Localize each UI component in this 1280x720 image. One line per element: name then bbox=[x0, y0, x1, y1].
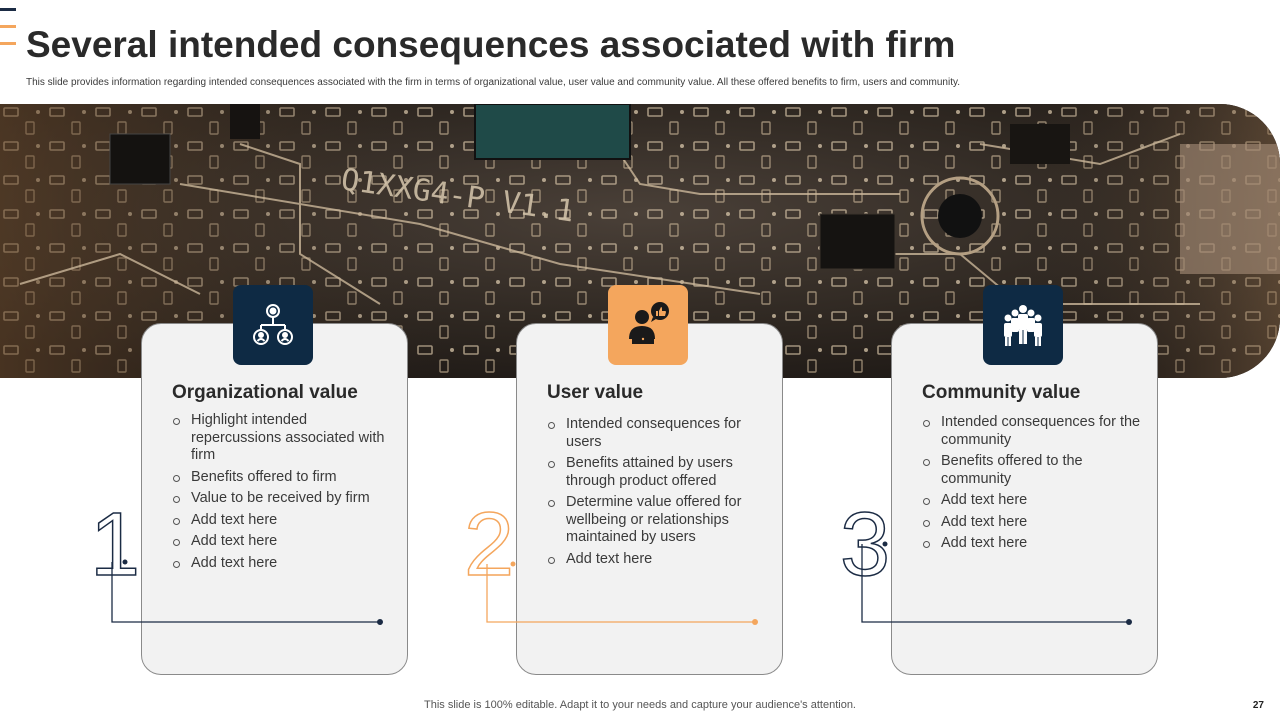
step-number-2: 2 bbox=[463, 495, 515, 595]
card-organizational-value: Organizational value Highlight intended … bbox=[141, 323, 408, 675]
list-item: Benefits offered to firm bbox=[172, 469, 392, 487]
list-item: Benefits offered to the community bbox=[922, 453, 1142, 488]
card-title: Organizational value bbox=[172, 382, 358, 403]
list-item: Add text here bbox=[172, 533, 392, 551]
card-user-value: User value Intended consequences for use… bbox=[516, 323, 783, 675]
page-subtitle: This slide provides information regardin… bbox=[26, 77, 961, 88]
page-title: Several intended consequences associated… bbox=[26, 24, 956, 65]
page-number: 27 bbox=[1252, 700, 1264, 711]
card-title: User value bbox=[547, 382, 644, 403]
list-item: Add text here bbox=[172, 512, 392, 530]
community-group-icon bbox=[983, 285, 1063, 365]
card-bullet-list: Intended consequences for users Benefits… bbox=[547, 416, 767, 572]
card-title: Community value bbox=[922, 382, 1081, 403]
footer-note: This slide is 100% editable. Adapt it to… bbox=[424, 699, 856, 711]
user-feedback-icon bbox=[608, 285, 688, 365]
list-item: Add text here bbox=[547, 551, 767, 569]
list-item: Intended consequences for users bbox=[547, 416, 767, 451]
list-item: Add text here bbox=[172, 555, 392, 573]
list-item: Highlight intended repercussions associa… bbox=[172, 412, 392, 465]
list-item: Add text here bbox=[922, 514, 1142, 532]
step-number-3: 3 bbox=[839, 495, 891, 595]
card-community-value: Community value Intended consequences fo… bbox=[891, 323, 1158, 675]
list-item: Value to be received by firm bbox=[172, 490, 392, 508]
accent-bars bbox=[0, 8, 18, 59]
card-bullet-list: Highlight intended repercussions associa… bbox=[172, 412, 392, 576]
step-number-1: 1 bbox=[89, 495, 141, 595]
organization-network-icon bbox=[233, 285, 313, 365]
list-item: Intended consequences for the community bbox=[922, 414, 1142, 449]
list-item: Determine value offered for wellbeing or… bbox=[547, 494, 767, 547]
card-bullet-list: Intended consequences for the community … bbox=[922, 414, 1142, 557]
list-item: Benefits attained by users through produ… bbox=[547, 455, 767, 490]
list-item: Add text here bbox=[922, 535, 1142, 553]
list-item: Add text here bbox=[922, 492, 1142, 510]
